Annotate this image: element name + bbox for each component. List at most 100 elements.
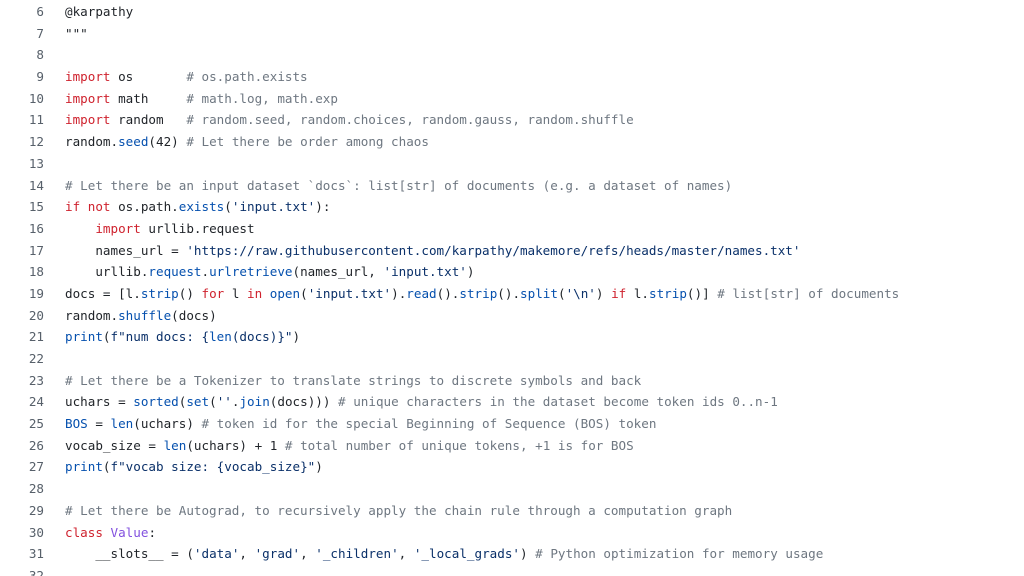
code-token: (42) [148, 134, 187, 150]
code-token: math [110, 90, 187, 106]
code-token: os.path. [110, 199, 179, 215]
code-token: ( [300, 285, 308, 301]
code-line: 15 if not os.path.exists('input.txt'): [0, 196, 1024, 218]
code-token: Value [110, 524, 149, 540]
code-token: __slots__ = ( [65, 546, 194, 562]
line-code[interactable]: # Let there be a Tokenizer to translate … [65, 370, 1024, 392]
code-line: 12 random.seed(42) # Let there be order a… [0, 131, 1024, 153]
line-number[interactable]: 28 [28, 481, 44, 497]
line-code[interactable]: random.seed(42) # Let there be order amo… [65, 131, 1024, 153]
code-token: exists [178, 199, 225, 215]
line-number[interactable]: 25 [28, 416, 44, 432]
line-number[interactable]: 26 [28, 437, 44, 453]
code-token: ) [466, 264, 475, 280]
code-line: 13 [0, 153, 1024, 175]
code-token: 'input.txt' [383, 264, 467, 280]
line-code[interactable] [65, 348, 1024, 370]
code-token: for [201, 285, 225, 301]
code-token: (uchars) [133, 416, 202, 432]
code-token: in [247, 285, 263, 301]
line-code[interactable]: __slots__ = ('data', 'grad', '_children'… [65, 543, 1024, 565]
line-number[interactable]: 14 [28, 177, 44, 193]
line-number[interactable]: 9 [36, 69, 44, 85]
code-token: # Let there be order among chaos [186, 134, 429, 150]
line-code[interactable]: import urllib.request [65, 218, 1024, 240]
code-line: 32 [0, 565, 1024, 576]
code-token: if [611, 285, 627, 301]
line-code[interactable]: import math # math.log, math.exp [65, 88, 1024, 110]
code-token: # token id for the special Beginning of … [201, 416, 657, 432]
code-token: (uchars) + 1 [186, 437, 285, 453]
code-line: 26 vocab_size = len(uchars) + 1 # total n… [0, 435, 1024, 457]
line-code[interactable]: docs = [l.strip() for l in open('input.t… [65, 283, 1024, 305]
code-token: urllib. [65, 264, 149, 280]
code-line: 23 # Let there be a Tokenizer to translat… [0, 370, 1024, 392]
line-code[interactable] [65, 153, 1024, 175]
code-token: # random.seed, random.choices, random.ga… [186, 112, 634, 128]
line-code[interactable] [65, 478, 1024, 500]
line-code[interactable] [65, 565, 1024, 576]
code-token: , [398, 546, 414, 562]
line-number[interactable]: 29 [28, 502, 44, 518]
line-code[interactable]: print(f"num docs: {len(docs)}") [65, 326, 1024, 348]
line-number[interactable]: 32 [28, 567, 44, 576]
code-token: # Let there be a Tokenizer to translate … [65, 372, 642, 388]
code-token: print [65, 459, 103, 475]
line-code[interactable] [65, 44, 1024, 66]
line-code[interactable]: urllib.request.urlretrieve(names_url, 'i… [65, 261, 1024, 283]
line-code[interactable]: names_url = 'https://raw.githubuserconte… [65, 240, 1024, 262]
line-code[interactable]: """ [65, 23, 1024, 45]
line-number[interactable]: 24 [28, 394, 44, 410]
line-number[interactable]: 20 [28, 307, 44, 323]
line-code[interactable]: # Let there be Autograd, to recursively … [65, 500, 1024, 522]
line-code[interactable]: uchars = sorted(set(''.join(docs))) # un… [65, 391, 1024, 413]
line-code[interactable]: class Value: [65, 522, 1024, 544]
code-line: 30 class Value: [0, 522, 1024, 544]
code-token: ()] [686, 285, 718, 301]
code-token: 'input.txt' [307, 285, 392, 301]
line-code[interactable]: vocab_size = len(uchars) + 1 # total num… [65, 435, 1024, 457]
line-number[interactable]: 6 [36, 4, 44, 19]
line-number[interactable]: 23 [28, 372, 44, 388]
code-line: 28 [0, 478, 1024, 500]
code-token: @karpathy [65, 4, 134, 19]
line-number[interactable]: 30 [28, 524, 44, 540]
code-token: = [87, 416, 111, 432]
code-token: () [178, 285, 202, 301]
line-number[interactable]: 11 [28, 112, 44, 128]
code-token: # Python optimization for memory usage [535, 546, 824, 562]
line-code[interactable]: if not os.path.exists('input.txt'): [65, 196, 1024, 218]
code-token: ): [315, 199, 331, 215]
line-number[interactable]: 8 [36, 47, 44, 63]
line-number[interactable]: 13 [28, 155, 44, 171]
line-number[interactable]: 16 [28, 220, 44, 236]
line-number[interactable]: 31 [28, 546, 44, 562]
code-token: , [300, 546, 316, 562]
line-number[interactable]: 12 [28, 134, 44, 150]
code-token: (names_url, [292, 264, 384, 280]
line-number[interactable]: 17 [28, 242, 44, 258]
code-token: random [110, 112, 187, 128]
line-code[interactable]: import random # random.seed, random.choi… [65, 109, 1024, 131]
line-number[interactable]: 15 [28, 199, 44, 215]
line-number[interactable]: 19 [28, 285, 44, 301]
code-token: 'data' [193, 546, 240, 562]
line-code[interactable]: @karpathy [65, 1, 1024, 23]
code-token: import [65, 112, 111, 128]
line-code[interactable]: random.shuffle(docs) [65, 305, 1024, 327]
code-token: not [87, 199, 111, 215]
line-number[interactable]: 22 [28, 351, 44, 366]
line-code[interactable]: print(f"vocab size: {vocab_size}") [65, 456, 1024, 478]
line-number[interactable]: 7 [36, 25, 44, 41]
line-code[interactable]: BOS = len(uchars) # token id for the spe… [65, 413, 1024, 435]
line-number[interactable]: 21 [28, 329, 44, 345]
line-number[interactable]: 18 [28, 264, 44, 280]
code-token: urlretrieve [209, 264, 293, 280]
line-number[interactable]: 27 [28, 459, 44, 475]
code-token: # list[str] of documents [717, 285, 900, 301]
line-number[interactable]: 10 [28, 90, 44, 106]
line-code[interactable]: import os # os.path.exists [65, 66, 1024, 88]
line-code[interactable]: # Let there be an input dataset `docs`: … [65, 175, 1024, 197]
